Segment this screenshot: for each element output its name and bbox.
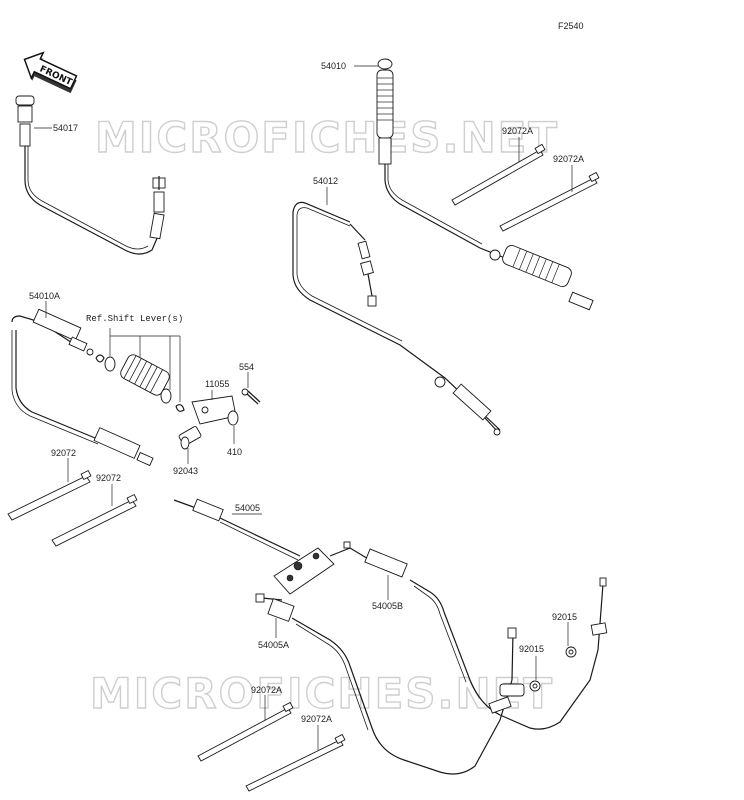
callout-54005: 54005 [235,503,260,513]
callout-92072-2: 92072 [96,473,121,483]
callout-92015-2: 92015 [519,644,544,654]
reference-note: Ref.Shift Lever(s) [86,314,183,324]
cable-tie-92072A-1 [451,143,546,206]
callout-92072A-1: 92072A [502,126,533,136]
cable-tie-92072-1 [7,469,92,521]
cable-tie-92072-2 [51,493,138,547]
callout-54017: 54017 [53,123,78,133]
cotter-pin-554 [241,388,261,405]
cable-tie-92072A-4 [245,733,346,792]
callout-92072-1: 92072 [51,448,76,458]
cable-54012 [292,201,501,436]
callout-92072A-2: 92072A [553,154,584,164]
watermark-top: MICROFICHES.NET [95,113,559,162]
figure-code: F2540 [558,21,584,31]
cable-tie-92072A-3 [197,701,294,762]
callout-92015-1: 92015 [552,612,577,622]
callout-410: 410 [227,447,242,457]
pin-92043 [178,426,202,450]
washer-410 [227,410,239,426]
front-arrow-icon: FRONT [23,51,78,94]
callout-92072A-4: 92072A [301,714,332,724]
cable-54005 [173,498,608,775]
nut-92015-1 [565,646,577,658]
callout-54010A: 54010A [29,291,60,301]
nut-92015-2 [529,680,541,692]
callout-92043: 92043 [173,466,198,476]
cable-tie-92072A-2 [499,171,600,232]
cable-54010 [376,58,594,311]
callout-54005B: 54005B [372,601,403,611]
callout-54005A: 54005A [258,640,289,650]
callout-554: 554 [239,362,254,372]
watermark-bottom: MICROFICHES.NET [90,669,554,718]
callout-11055: 11055 [205,379,229,389]
shift-lever-parts [95,354,185,412]
callout-54012: 54012 [313,176,338,186]
callout-92072A-3: 92072A [251,685,282,695]
callout-54010: 54010 [321,61,346,71]
cable-54010A [11,308,154,467]
cable-54017 [15,95,166,255]
